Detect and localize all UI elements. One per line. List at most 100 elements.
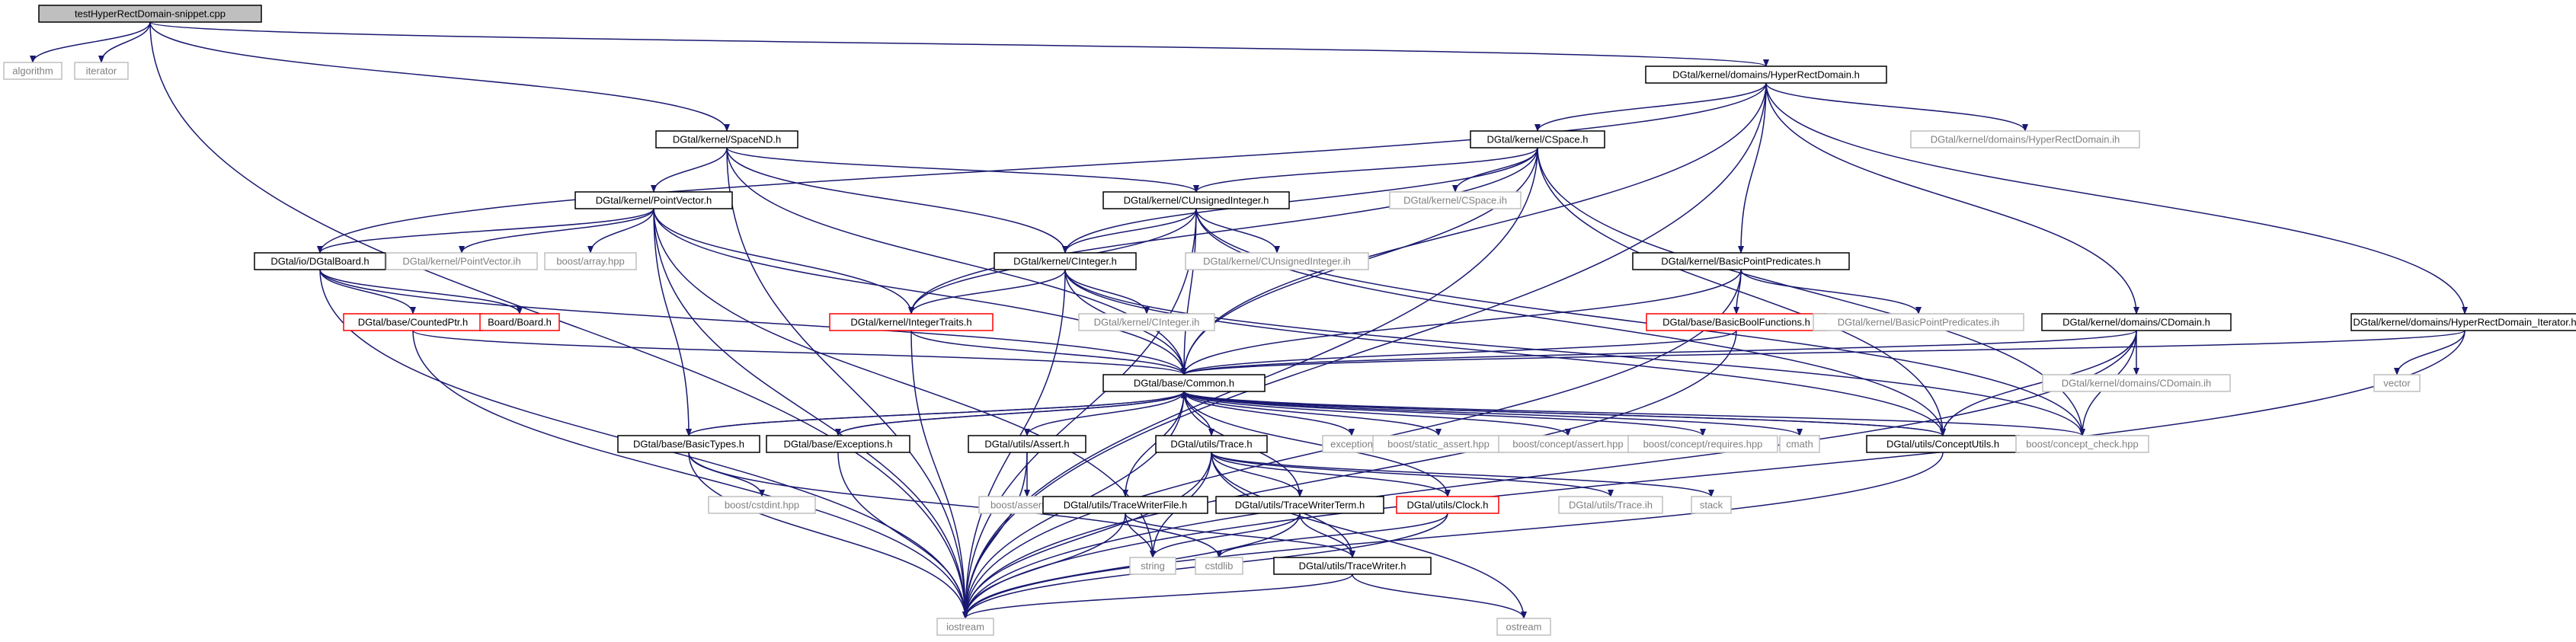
node-exceptions[interactable]: DGtal/base/Exceptions.h	[766, 435, 910, 453]
node-hrd_iter[interactable]: DGtal/kernel/domains/HyperRectDomain_Ite…	[2350, 313, 2576, 331]
node-stack: stack	[1691, 496, 1732, 514]
node-box	[2373, 374, 2421, 392]
node-cspace[interactable]: DGtal/kernel/CSpace.h	[1470, 130, 1605, 149]
node-countedptr[interactable]: DGtal/base/CountedPtr.h	[343, 313, 483, 331]
node-box	[3, 62, 62, 80]
edge-cspace-to-boost_concept_check	[1537, 147, 2085, 436]
edge-conceptutils-to-common	[1181, 391, 1944, 436]
node-box	[1627, 435, 1778, 453]
node-label: algorithm	[12, 65, 53, 77]
node-box	[1632, 252, 1850, 270]
edge-cspace-to-conceptutils	[1537, 147, 1946, 436]
node-boost_static_assert: boost/static_assert.hpp	[1372, 435, 1505, 453]
node-box	[1691, 496, 1732, 514]
edge-hrd-to-iostream	[962, 82, 1767, 619]
node-label: boost/array.hpp	[556, 256, 624, 267]
node-vector: vector	[2373, 374, 2421, 392]
node-label: DGtal/kernel/CSpace.ih	[1403, 195, 1507, 206]
node-label: boost/cstdint.hpp	[725, 500, 799, 511]
edge-trace-to-stack	[1211, 452, 1714, 497]
node-label: DGtal/kernel/PointVector.h	[596, 195, 712, 206]
node-cinteger[interactable]: DGtal/kernel/CInteger.h	[994, 252, 1137, 270]
node-label: DGtal/kernel/BasicPointPredicates.h	[1661, 256, 1821, 267]
node-box	[574, 191, 733, 209]
node-box	[1779, 435, 1820, 453]
node-label: DGtal/kernel/domains/CDomain.ih	[2062, 378, 2212, 389]
edge-common-to-clock	[1183, 391, 1451, 497]
node-trace[interactable]: DGtal/utils/Trace.h	[1155, 435, 1268, 453]
node-layer: testHyperRectDomain-snippet.cpp algorithm…	[3, 5, 2576, 636]
node-boost_concept_requires: boost/concept/requires.hpp	[1627, 435, 1778, 453]
node-box	[1102, 191, 1290, 209]
edge-pointvector-to-pv_ih	[459, 208, 654, 254]
node-basictypes[interactable]: DGtal/base/BasicTypes.h	[617, 435, 760, 453]
node-pointvector[interactable]: DGtal/kernel/PointVector.h	[574, 191, 733, 209]
node-board[interactable]: Board/Board.h	[479, 313, 560, 331]
node-hrd[interactable]: DGtal/kernel/domains/HyperRectDomain.h	[1645, 65, 1887, 84]
edge-countedptr-to-common	[412, 330, 1187, 375]
node-label: ostream	[1506, 621, 1542, 633]
node-twterm[interactable]: DGtal/utils/TraceWriterTerm.h	[1215, 496, 1384, 514]
node-label: DGtal/kernel/SpaceND.h	[673, 134, 781, 145]
edge-common-to-boost_concept_check	[1183, 391, 2085, 436]
edge-integertraits-to-common	[910, 330, 1187, 375]
node-label: DGtal/kernel/CInteger.h	[1013, 256, 1117, 267]
node-label: DGtal/kernel/PointVector.ih	[402, 256, 520, 267]
node-iostream: iostream	[936, 618, 994, 636]
node-box	[479, 313, 560, 331]
node-label: testHyperRectDomain-snippet.cpp	[75, 8, 226, 20]
node-label: boost/static_assert.hpp	[1387, 439, 1490, 450]
node-tracewriter[interactable]: DGtal/utils/TraceWriter.h	[1273, 557, 1432, 575]
node-cdomain_ih: DGtal/kernel/domains/CDomain.ih	[2042, 374, 2231, 392]
edge-tracewriter-to-ostream	[1352, 573, 1527, 619]
edge-basictypes-to-common	[688, 391, 1187, 436]
node-cuint[interactable]: DGtal/kernel/CUnsignedInteger.h	[1102, 191, 1290, 209]
node-bpp_ih: DGtal/kernel/BasicPointPredicates.ih	[1813, 313, 2024, 331]
edge-hrd-to-dgtalboard	[317, 82, 1767, 254]
node-box	[1273, 557, 1432, 575]
node-box	[1129, 557, 1176, 575]
edge-cspace-to-cuint	[1193, 147, 1538, 193]
node-integertraits[interactable]: DGtal/kernel/IntegerTraits.h	[829, 313, 994, 331]
node-label: boost/concept_check.hpp	[2026, 439, 2138, 450]
node-bpp[interactable]: DGtal/kernel/BasicPointPredicates.h	[1632, 252, 1850, 270]
edge-root-to-algorithm	[30, 21, 151, 63]
edge-common-to-exception	[1183, 391, 1355, 436]
edge-basicbool-to-iostream	[962, 330, 1737, 619]
edge-clock-to-cstdlib	[1216, 513, 1448, 558]
edge-bpp-to-common	[1181, 269, 1742, 375]
edge-trace-to-iostream	[962, 452, 1212, 619]
node-box	[1558, 496, 1663, 514]
node-box	[544, 252, 637, 270]
node-box	[38, 5, 262, 23]
node-basicbool[interactable]: DGtal/base/BasicBoolFunctions.h	[1646, 313, 1827, 331]
node-cspace_ih: DGtal/kernel/CSpace.ih	[1389, 191, 1522, 209]
node-cdomain[interactable]: DGtal/kernel/domains/CDomain.h	[2041, 313, 2232, 331]
node-dgtalboard[interactable]: DGtal/io/DGtalBoard.h	[254, 252, 386, 270]
node-box	[936, 618, 994, 636]
node-label: DGtal/utils/TraceWriterTerm.h	[1235, 500, 1365, 511]
node-label: DGtal/kernel/CUnsignedInteger.h	[1124, 195, 1269, 206]
node-box	[2350, 313, 2576, 331]
edge-cdomain-to-common	[1181, 330, 2137, 375]
node-hrd_ih: DGtal/kernel/domains/HyperRectDomain.ih	[1910, 130, 2140, 149]
node-box	[1215, 496, 1384, 514]
node-common[interactable]: DGtal/base/Common.h	[1102, 374, 1266, 392]
node-twfile[interactable]: DGtal/utils/TraceWriterFile.h	[1042, 496, 1208, 514]
edge-cuint-to-cinteger	[1062, 208, 1197, 254]
edge-trace-to-twterm	[1211, 452, 1303, 497]
edge-conceptutils-to-iostream	[962, 452, 1944, 619]
node-conceptutils[interactable]: DGtal/utils/ConceptUtils.h	[1866, 435, 2020, 453]
node-root[interactable]: testHyperRectDomain-snippet.cpp	[38, 5, 262, 23]
node-assert[interactable]: DGtal/utils/Assert.h	[968, 435, 1086, 453]
edge-assert-to-iostream	[962, 452, 1028, 619]
edge-common-to-boost_concept_requires	[1183, 391, 1706, 436]
edge-trace-to-ostream	[1211, 452, 1527, 619]
node-clock[interactable]: DGtal/utils/Clock.h	[1396, 496, 1499, 514]
node-algorithm: algorithm	[3, 62, 62, 80]
node-label: DGtal/kernel/domains/HyperRectDomain_Ite…	[2353, 317, 2576, 328]
edge-trace-to-clock	[1211, 452, 1451, 497]
node-box	[708, 496, 816, 514]
edge-twterm-to-string	[1150, 513, 1301, 558]
node-spacend[interactable]: DGtal/kernel/SpaceND.h	[655, 130, 798, 149]
